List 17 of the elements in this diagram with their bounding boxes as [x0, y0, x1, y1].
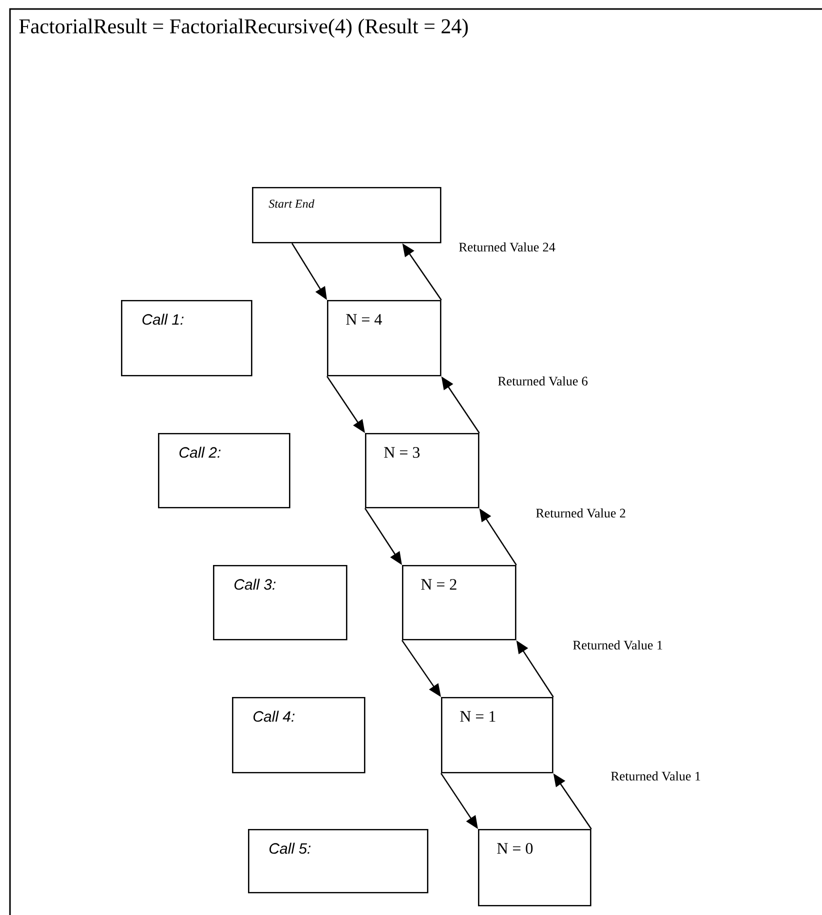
title-box: Start End: [252, 187, 442, 244]
call-box: Call 3:: [213, 565, 348, 640]
call-box: Call 2:: [158, 433, 290, 508]
heading: FactorialResult = FactorialRecursive(4) (Result = 24): [19, 18, 468, 38]
call-box: Call 5:: [248, 829, 428, 894]
edge-label: Returned Value 1: [573, 640, 662, 650]
value-box: N = 2: [402, 565, 516, 640]
edge-label: Returned Value 6: [498, 376, 588, 386]
value-box: N = 4: [327, 300, 442, 376]
value-box: N = 1: [441, 697, 554, 774]
value-box: N = 3: [365, 433, 480, 508]
call-box: Call 4:: [232, 697, 366, 774]
edge-label: Returned Value 1: [611, 771, 700, 781]
value-box: N = 0: [478, 829, 592, 906]
edge-label: Returned Value 24: [459, 242, 556, 252]
call-box: Call 1:: [121, 300, 252, 376]
edge-label: Returned Value 2: [536, 508, 626, 518]
